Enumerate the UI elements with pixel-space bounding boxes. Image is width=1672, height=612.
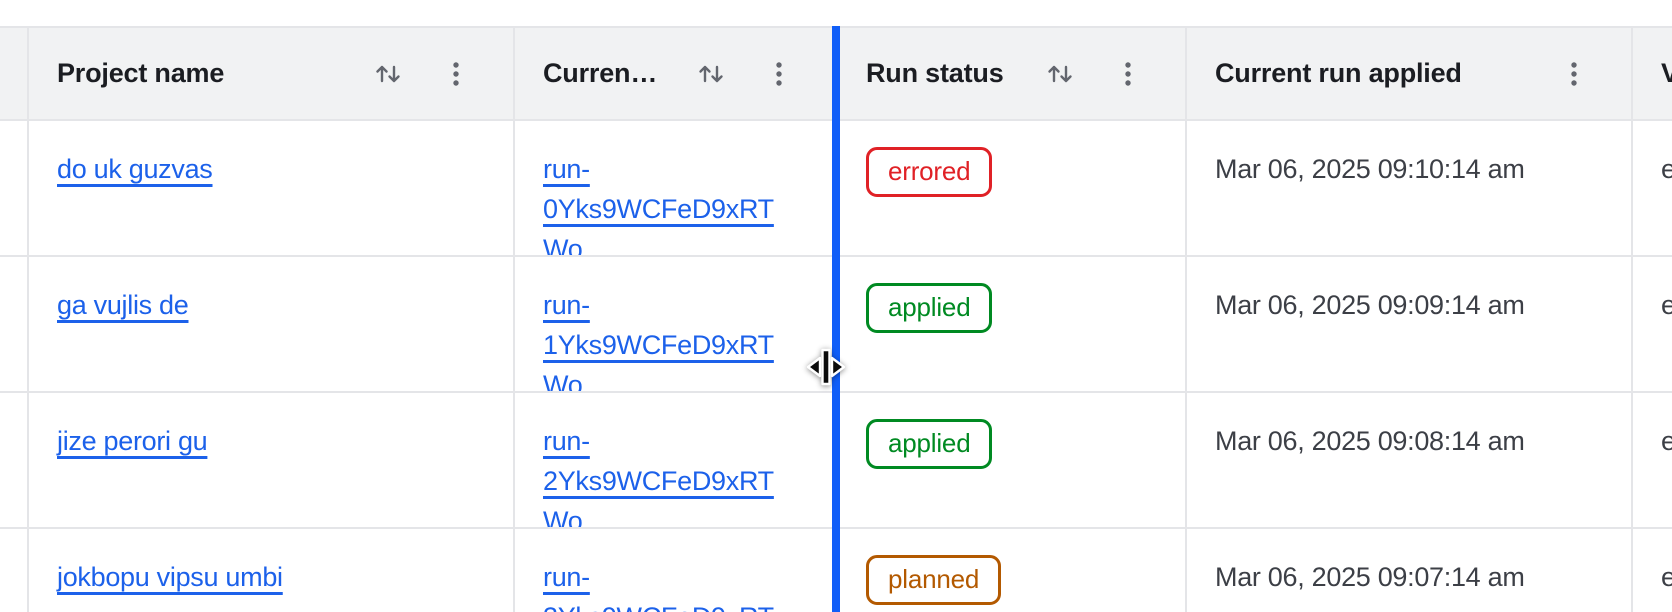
run-applied-timestamp: Mar 06, 2025 09:09:14 am	[1215, 290, 1525, 320]
column-header-current-run-applied[interactable]: Current run applied	[1187, 28, 1633, 121]
kebab-menu-icon[interactable]	[1561, 60, 1587, 88]
row-left-gutter	[0, 257, 29, 393]
current-run-cell: run-0Yks9WCFeD9xRTWo	[515, 121, 838, 257]
project-link[interactable]: jize perori gu	[57, 426, 208, 456]
run-status-cell: applied	[838, 393, 1187, 529]
clipped-value: e	[1661, 562, 1672, 592]
run-applied-timestamp: Mar 06, 2025 09:07:14 am	[1215, 562, 1525, 592]
run-status-cell: planned	[838, 529, 1187, 612]
current-run-cell: run-3Yks9WCFeD9xRTWo	[515, 529, 838, 612]
row-left-gutter	[0, 393, 29, 529]
current-run-cell: run-1Yks9WCFeD9xRTWo	[515, 257, 838, 393]
column-label: Current run applied	[1215, 58, 1462, 88]
column-label: Project name	[57, 58, 225, 88]
run-applied-timestamp: Mar 06, 2025 09:08:14 am	[1215, 426, 1525, 456]
project-link[interactable]: jokbopu vipsu umbi	[57, 562, 283, 592]
status-badge: applied	[866, 419, 993, 469]
sort-icon[interactable]	[373, 59, 403, 89]
column-header-current-run[interactable]: Curren…	[515, 28, 838, 121]
kebab-menu-icon[interactable]	[1115, 60, 1141, 88]
clipped-cell: e	[1633, 121, 1672, 257]
column-header-project-name[interactable]: Project name	[29, 28, 515, 121]
run-applied-timestamp: Mar 06, 2025 09:10:14 am	[1215, 154, 1525, 184]
current-run-applied-cell: Mar 06, 2025 09:07:14 am	[1187, 529, 1633, 612]
column-label: Run status	[866, 58, 1004, 88]
current-run-applied-cell: Mar 06, 2025 09:09:14 am	[1187, 257, 1633, 393]
current-run-applied-cell: Mar 06, 2025 09:08:14 am	[1187, 393, 1633, 529]
project-name-cell: ga vujlis de	[29, 257, 515, 393]
row-left-gutter	[0, 529, 29, 612]
clipped-cell: e	[1633, 529, 1672, 612]
project-name-cell: jize perori gu	[29, 393, 515, 529]
clipped-value: e	[1661, 426, 1672, 456]
clipped-value: e	[1661, 290, 1672, 320]
column-label: Curren…	[543, 58, 658, 88]
sort-icon[interactable]	[696, 59, 726, 89]
run-link[interactable]: run-3Yks9WCFeD9xRTWo	[543, 562, 774, 612]
run-status-cell: applied	[838, 257, 1187, 393]
run-link[interactable]: run-0Yks9WCFeD9xRTWo	[543, 154, 774, 257]
column-header-next-clipped[interactable]: V	[1633, 28, 1672, 121]
status-badge: planned	[866, 555, 1002, 605]
workspaces-table: Project name Curren…	[0, 26, 1672, 612]
project-name-cell: jokbopu vipsu umbi	[29, 529, 515, 612]
column-resize-indicator[interactable]	[832, 26, 840, 612]
run-link[interactable]: run-1Yks9WCFeD9xRTWo	[543, 290, 774, 393]
header-left-gutter	[0, 28, 29, 121]
status-badge: applied	[866, 283, 993, 333]
column-label: V	[1661, 58, 1672, 89]
project-name-cell: do uk guzvas	[29, 121, 515, 257]
current-run-cell: run-2Yks9WCFeD9xRTWo	[515, 393, 838, 529]
status-badge: errored	[866, 147, 993, 197]
clipped-value: e	[1661, 154, 1672, 184]
col-resize-cursor-icon	[806, 348, 846, 386]
run-link[interactable]: run-2Yks9WCFeD9xRTWo	[543, 426, 774, 529]
project-link[interactable]: do uk guzvas	[57, 154, 213, 184]
project-link[interactable]: ga vujlis de	[57, 290, 189, 320]
kebab-menu-icon[interactable]	[443, 60, 469, 88]
sort-icon[interactable]	[1045, 59, 1075, 89]
clipped-cell: e	[1633, 393, 1672, 529]
run-status-cell: errored	[838, 121, 1187, 257]
current-run-applied-cell: Mar 06, 2025 09:10:14 am	[1187, 121, 1633, 257]
kebab-menu-icon[interactable]	[766, 60, 792, 88]
row-left-gutter	[0, 121, 29, 257]
clipped-cell: e	[1633, 257, 1672, 393]
column-header-run-status[interactable]: Run status	[838, 28, 1187, 121]
